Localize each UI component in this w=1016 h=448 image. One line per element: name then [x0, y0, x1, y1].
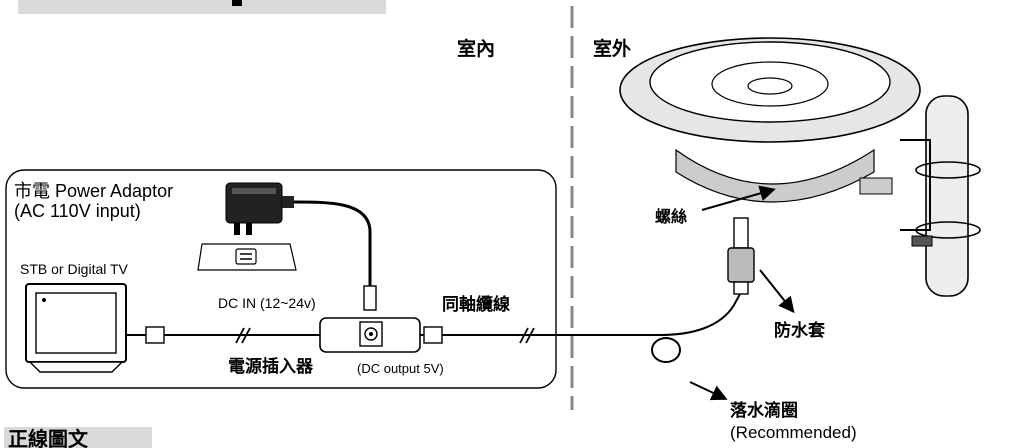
arrow-boot — [759, 269, 795, 314]
top-title-tab — [18, 0, 386, 14]
dc-in-label: DC IN (12~24v) — [218, 295, 316, 311]
tv-icon — [25, 283, 127, 373]
wall-outlet-icon — [197, 243, 297, 271]
coax-inserter-antenna — [420, 293, 741, 336]
dc-plug — [363, 285, 377, 311]
waterproof-boot-label: 防水套 — [774, 321, 825, 340]
f-connector-tv — [145, 326, 165, 344]
bottom-title-tab — [4, 427, 152, 448]
adaptor-cable — [293, 200, 372, 290]
drip-loop-note: (Recommended) — [730, 423, 857, 442]
stb-tv-label: STB or Digital TV — [20, 261, 128, 277]
screw-label: 螺絲 — [655, 209, 688, 226]
antenna-icon — [619, 37, 981, 297]
power-inserter-icon — [319, 317, 421, 353]
power-adaptor-label: 市電 Power Adaptor — [14, 181, 174, 201]
power-inserter-label: 電源插入器 — [228, 357, 313, 376]
f-connector-inserter — [423, 326, 443, 344]
waterproof-connector-icon — [727, 217, 755, 295]
power-adaptor-icon — [225, 182, 294, 235]
drip-loop-label: 落水滴圈 — [730, 401, 798, 420]
outdoor-label: 室外 — [593, 39, 632, 60]
power-inserter-output-label: (DC output 5V) — [357, 361, 444, 376]
power-adaptor-input-label: (AC 110V input) — [14, 201, 141, 221]
cable-break-2 — [519, 327, 535, 344]
indoor-panel — [5, 169, 557, 389]
top-tab-glyph — [232, 0, 242, 6]
arrow-screw — [701, 185, 776, 211]
arrow-drip — [689, 381, 728, 401]
coax-cable-label: 同軸纜線 — [442, 295, 510, 314]
cable-break-1 — [235, 327, 251, 344]
drip-loop — [651, 337, 681, 363]
bottom-tab-label: 正線圖文 — [8, 429, 88, 448]
indoor-label: 室內 — [457, 39, 496, 60]
